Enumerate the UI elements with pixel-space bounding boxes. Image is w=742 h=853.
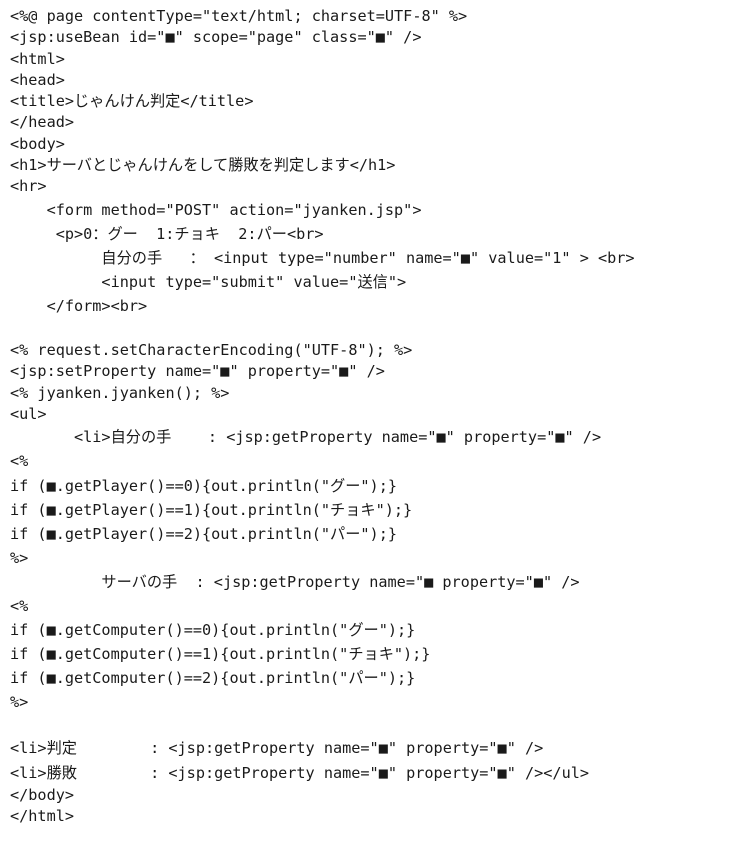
code-line: <%@ page contentType="text/html; charset… — [10, 7, 468, 25]
code-line: if (■.getComputer()==2){out.println("パー"… — [10, 669, 416, 688]
code-block: <%@ page contentType="text/html; charset… — [10, 6, 738, 827]
code-line: <hr> — [10, 177, 47, 196]
code-line: <jsp:useBean id="■" scope="page" class="… — [10, 28, 422, 47]
code-line: サーバの手 : <jsp:getProperty name="■ propert… — [10, 572, 580, 591]
code-line: <html> — [10, 49, 65, 68]
code-line: <li>判定 : <jsp:getProperty name="■" prope… — [10, 739, 544, 758]
code-line: </form><br> — [10, 297, 148, 316]
code-line: if (■.getPlayer()==2){out.println("パー");… — [10, 524, 397, 543]
code-line: <body> — [10, 134, 65, 153]
code-line: <title>じゃんけん判定</title> — [10, 92, 254, 111]
code-line: <% request.setCharacterEncoding("UTF-8")… — [10, 341, 413, 360]
code-line: if (■.getComputer()==0){out.println("グー"… — [10, 621, 416, 640]
code-line: <h1>サーバとじゃんけんをして勝敗を判定します</h1> — [10, 156, 396, 175]
code-line: <ul> — [10, 405, 47, 424]
code-line: <jsp:setProperty name="■" property="■" /… — [10, 362, 385, 381]
code-line: %> — [10, 693, 29, 712]
code-line: </head> — [10, 113, 75, 132]
code-line: <li>勝敗 : <jsp:getProperty name="■" prope… — [10, 763, 589, 782]
code-line: <p>0：グー 1:チョキ 2:パー<br> — [10, 224, 324, 243]
code-line: <li>自分の手 : <jsp:getProperty name="■" pro… — [10, 428, 602, 447]
code-line: if (■.getComputer()==1){out.println("チョキ… — [10, 645, 431, 664]
code-line: <form method="POST" action="jyanken.jsp"… — [10, 200, 422, 219]
code-line — [10, 714, 738, 736]
code-line: </html> — [10, 806, 75, 825]
code-line: <% — [10, 452, 29, 471]
code-line: </body> — [10, 785, 75, 804]
code-line: %> — [10, 548, 29, 567]
code-line: 自分の手 ： <input type="number" name="■" val… — [10, 248, 635, 267]
code-line: if (■.getPlayer()==1){out.println("チョキ")… — [10, 500, 413, 519]
code-line: <input type="submit" value="送信"> — [10, 272, 407, 291]
code-line: <% jyanken.jyanken(); %> — [10, 383, 230, 402]
code-line: <% — [10, 596, 29, 615]
code-line — [10, 318, 738, 340]
code-line: if (■.getPlayer()==0){out.println("グー");… — [10, 476, 397, 495]
code-line: <head> — [10, 70, 65, 89]
